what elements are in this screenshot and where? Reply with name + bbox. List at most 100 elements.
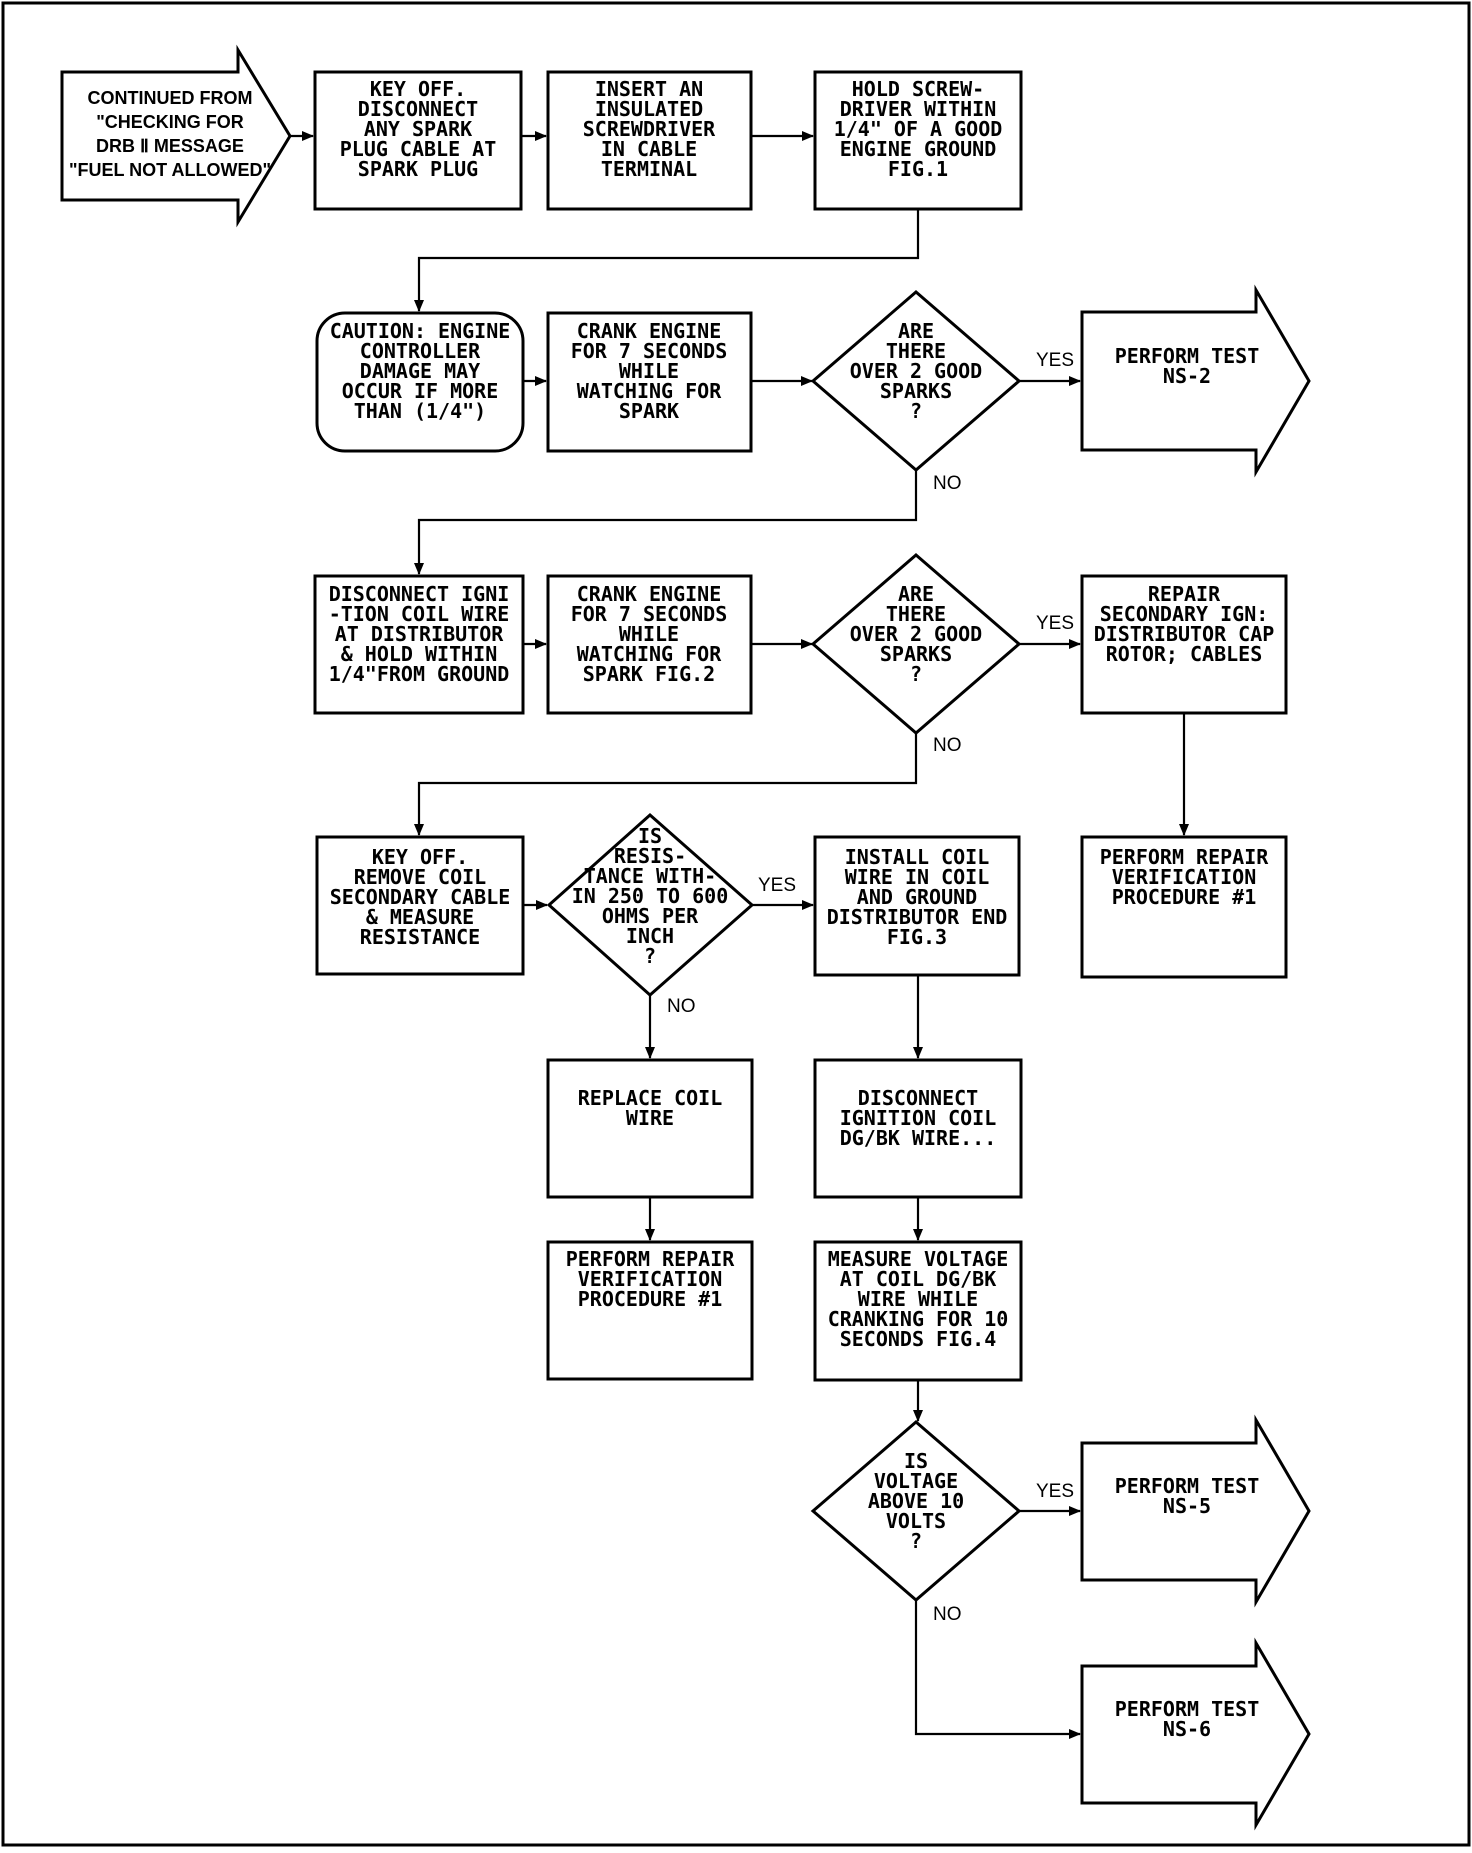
crank2-line-4: WATCHING FOR [577, 642, 722, 666]
install-line-4: DISTRIBUTOR END [827, 905, 1008, 929]
ns2-line-1: PERFORM TEST [1115, 344, 1260, 368]
dec1-line-4: SPARKS [880, 379, 952, 403]
measure-line-2: AT COIL DG/BK [840, 1267, 997, 1291]
keyoff2-line-5: RESISTANCE [360, 925, 480, 949]
prv-left-line-3: PROCEDURE #1 [578, 1287, 723, 1311]
dec3-line-5: OHMS PER [602, 904, 699, 928]
dec3-line-7: ? [644, 944, 656, 968]
prv-right-line-3: PROCEDURE #1 [1112, 885, 1257, 909]
dec4-line-5: ? [910, 1529, 922, 1553]
dec2-line-3: OVER 2 GOOD [850, 622, 982, 646]
keyoff1-line-2: DISCONNECT [358, 97, 478, 121]
dec4-line-1: IS [904, 1449, 928, 1473]
hold-line-3: 1/4" OF A GOOD [834, 117, 1003, 141]
dec3-line-2: RESIS- [614, 844, 686, 868]
connectors [290, 131, 1189, 1739]
dec1-line-5: ? [910, 399, 922, 423]
hold-line-4: ENGINE GROUND [840, 137, 997, 161]
insert-line-4: IN CABLE [601, 137, 697, 161]
arrow-decision4-no [914, 1600, 1081, 1739]
dec2-line-5: ? [910, 662, 922, 686]
label-no-1: NO [933, 473, 962, 494]
insert-line-2: INSULATED [595, 97, 703, 121]
install-line-1: INSTALL COIL [845, 845, 990, 869]
measure-line-5: SECONDS FIG.4 [840, 1327, 997, 1351]
caution-line-5: THAN (1/4") [354, 399, 486, 423]
measure-line-3: WIRE WHILE [858, 1287, 978, 1311]
install-line-3: AND GROUND [857, 885, 977, 909]
disc-ign-line-1: DISCONNECT IGNI [329, 582, 510, 606]
label-yes-4: YES [1036, 1481, 1074, 1502]
hold-line-5: FIG.1 [888, 157, 948, 181]
keyoff2-line-4: & MEASURE [366, 905, 474, 929]
label-no-2: NO [933, 735, 962, 756]
dec3-line-4: IN 250 TO 600 [572, 884, 729, 908]
prv-left-line-1: PERFORM REPAIR [566, 1247, 736, 1271]
start-line-4: "FUEL NOT ALLOWED" [69, 160, 271, 180]
dec3-line-6: INCH [626, 924, 674, 948]
measure-line-1: MEASURE VOLTAGE [828, 1247, 1009, 1271]
insert-line-3: SCREWDRIVER [583, 117, 716, 141]
ns2-line-2: NS-2 [1163, 364, 1211, 388]
repair-sec-line-4: ROTOR; CABLES [1106, 642, 1263, 666]
disc-ign-line-3: AT DISTRIBUTOR [335, 622, 505, 646]
ns6-line-2: NS-6 [1163, 1717, 1211, 1741]
crank1-line-1: CRANK ENGINE [577, 319, 722, 343]
repair-sec-line-3: DISTRIBUTOR CAP [1094, 622, 1275, 646]
dec3-line-1: IS [638, 824, 662, 848]
insert-line-1: INSERT AN [595, 77, 703, 101]
crank1-line-4: WATCHING FOR [577, 379, 722, 403]
repair-sec-line-1: REPAIR [1148, 582, 1221, 606]
keyoff2-line-1: KEY OFF. [372, 845, 468, 869]
prv-right-line-1: PERFORM REPAIR [1100, 845, 1270, 869]
crank2-line-2: FOR 7 SECONDS [571, 602, 728, 626]
insert-line-5: TERMINAL [601, 157, 697, 181]
arrow-decision1-no [414, 470, 918, 575]
label-yes-2: YES [1036, 613, 1074, 634]
keyoff2-line-3: SECONDARY CABLE [330, 885, 511, 909]
dec1-line-3: OVER 2 GOOD [850, 359, 982, 383]
prv-left-line-2: VERIFICATION [578, 1267, 723, 1291]
ns5-line-1: PERFORM TEST [1115, 1474, 1260, 1498]
caution-line-3: DAMAGE MAY [360, 359, 480, 383]
disc-coil-line-1: DISCONNECT [858, 1086, 978, 1110]
crank1-line-3: WHILE [619, 359, 679, 383]
arrow-decision2-no [414, 733, 918, 836]
start-line-3: DRB Ⅱ MESSAGE [96, 136, 244, 156]
keyoff1-line-5: SPARK PLUG [358, 157, 478, 181]
replace-line-2: WIRE [626, 1106, 674, 1130]
prv-right-line-2: VERIFICATION [1112, 865, 1257, 889]
dec2-line-2: THERE [886, 602, 946, 626]
start-line-2: "CHECKING FOR [96, 112, 244, 132]
arrow-hold-to-caution [414, 209, 920, 312]
crank2-line-1: CRANK ENGINE [577, 582, 722, 606]
install-line-2: WIRE IN COIL [845, 865, 990, 889]
measure-line-4: CRANKING FOR 10 [828, 1307, 1009, 1331]
disc-ign-line-4: & HOLD WITHIN [341, 642, 498, 666]
